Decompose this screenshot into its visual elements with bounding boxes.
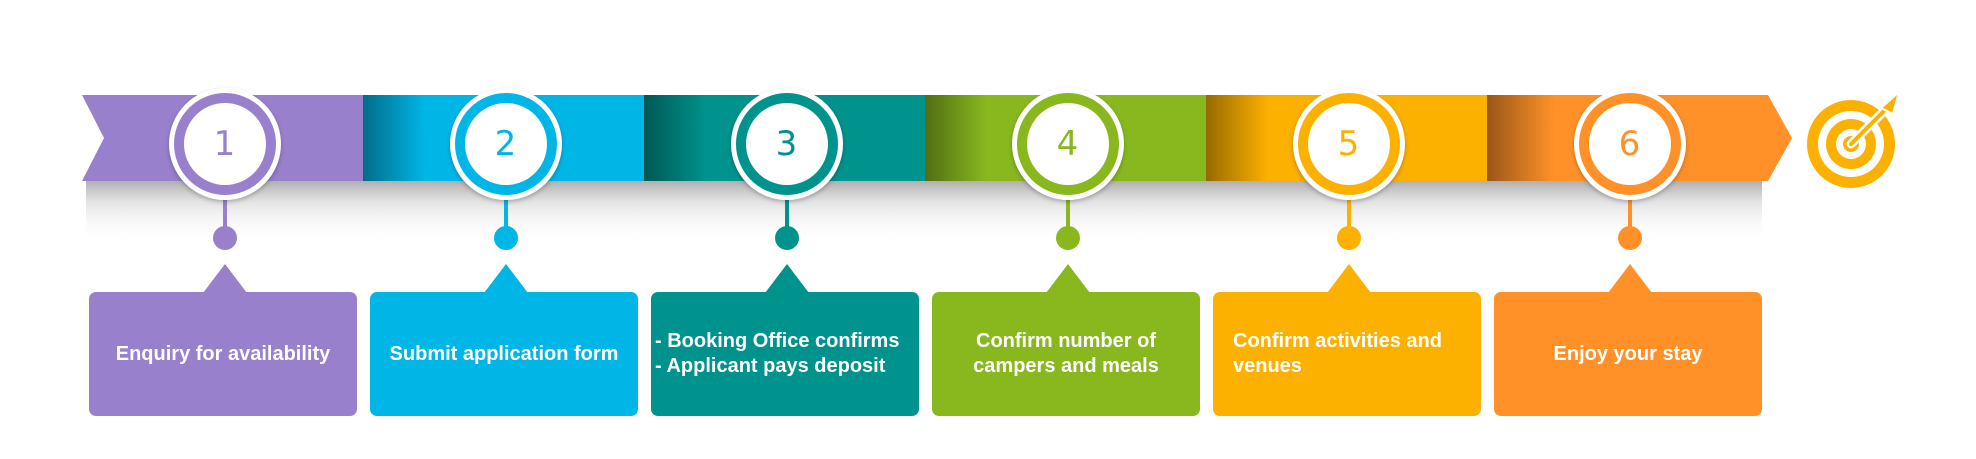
step-description-line: Confirm activities and [1233, 330, 1442, 352]
target-icon [1807, 89, 1901, 188]
connector-line [222, 196, 227, 234]
step-description-line: - Booking Office confirms [655, 330, 900, 352]
step-card-1: Enquiry for availability [89, 264, 357, 416]
connector-line [1065, 196, 1070, 234]
step-description-line: Enjoy your stay [1553, 342, 1703, 365]
step-number-circle: 3 [730, 88, 843, 200]
connector-line [784, 196, 789, 234]
step-description: Enquiry for availability [89, 342, 357, 367]
connector-dot [1617, 226, 1642, 250]
step-description: Enjoy your stay [1494, 342, 1762, 367]
card-pointer [764, 264, 809, 293]
step-number: 6 [1588, 103, 1671, 185]
step-number-circle: 4 [1011, 88, 1124, 200]
step-card-2: Submit application form [370, 264, 638, 416]
step-number-circle: 5 [1292, 88, 1405, 200]
card-pointer [1326, 264, 1371, 293]
step-description: Submit application form [370, 342, 638, 367]
step-card-4: Confirm number of campers and meals [932, 264, 1200, 416]
card-pointer [1607, 264, 1652, 293]
card-pointer [202, 264, 247, 293]
step-description: - Booking Office confirms - Applicant pay… [651, 329, 919, 379]
step-number-circle: 6 [1573, 88, 1686, 200]
step-description-line: Confirm number of [976, 330, 1156, 352]
card-pointer [1045, 264, 1090, 293]
connector-dot [1336, 226, 1361, 250]
step-description-line: - Applicant pays deposit [655, 355, 886, 377]
step-number: 2 [464, 103, 547, 185]
step-number: 4 [1026, 103, 1109, 185]
connector-line [1346, 196, 1351, 234]
step-number: 3 [745, 103, 828, 185]
step-card-3: - Booking Office confirms - Applicant pay… [651, 264, 919, 416]
step-description-line: Submit application form [389, 342, 619, 365]
step-description-line: Enquiry for availability [115, 342, 331, 365]
step-number: 5 [1307, 103, 1390, 185]
band-shadow [86, 180, 1762, 242]
step-description-line: venues [1233, 355, 1302, 377]
step-card-6: Enjoy your stay [1494, 264, 1762, 416]
card-pointer [483, 264, 528, 293]
step-description: Confirm activities and venues [1213, 329, 1481, 379]
connector-dot [1055, 226, 1080, 250]
step-card-5: Confirm activities and venues [1213, 264, 1481, 416]
step-number-circle: 1 [168, 88, 281, 200]
step-description: Confirm number of campers and meals [932, 329, 1200, 379]
step-description-line: campers and meals [973, 355, 1159, 377]
connector-dot [212, 226, 237, 250]
connector-line [1627, 196, 1632, 234]
step-number-circle: 2 [449, 88, 562, 200]
connector-line [503, 196, 508, 234]
connector-dot [774, 226, 799, 250]
step-number: 1 [183, 103, 266, 185]
connector-dot [493, 226, 518, 250]
